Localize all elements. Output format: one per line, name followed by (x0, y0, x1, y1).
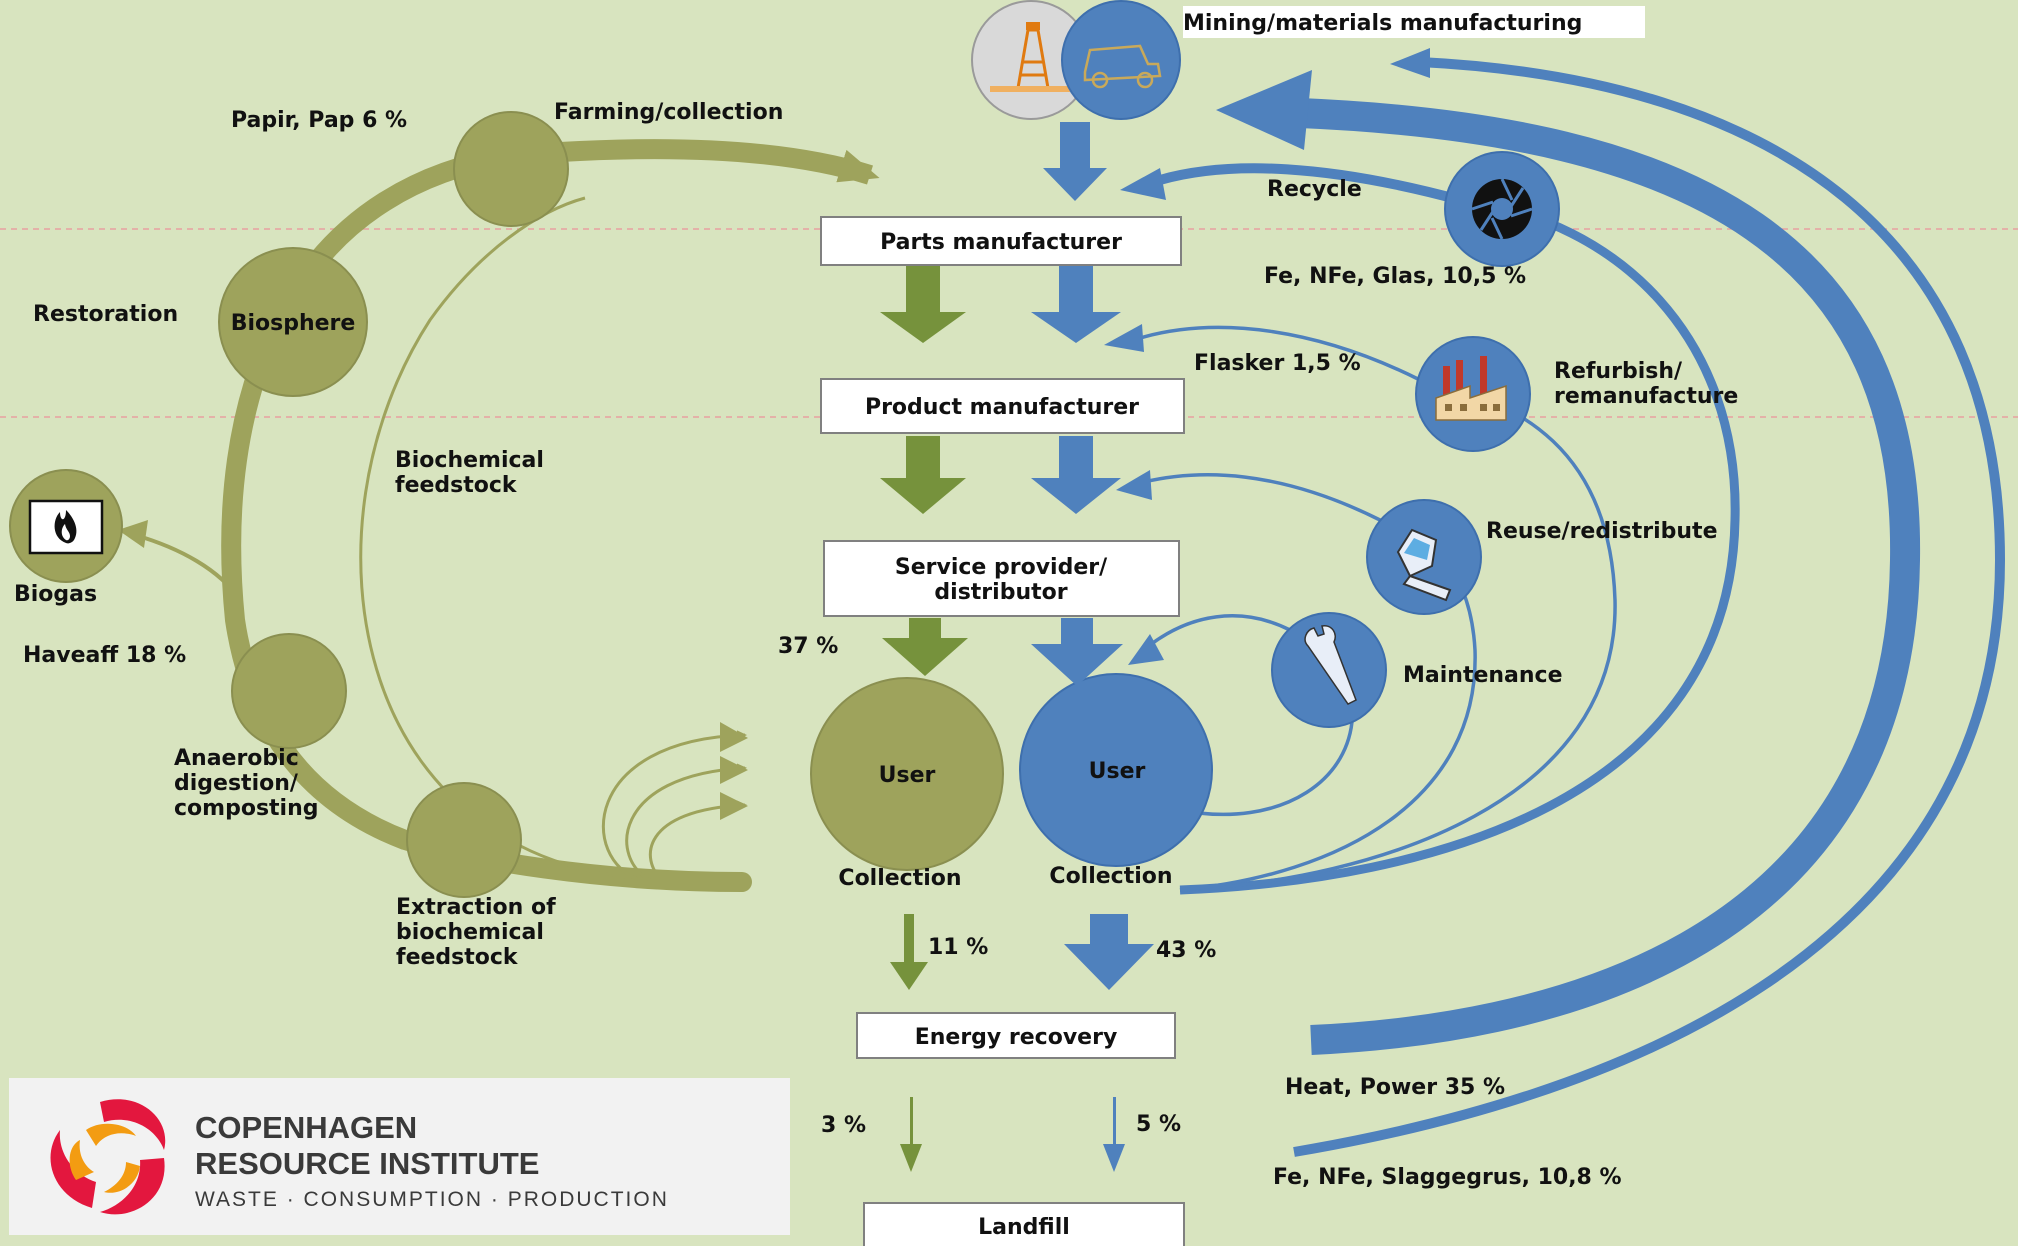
pct-3-label: 3 % (821, 1113, 866, 1138)
biosphere-label: Biosphere (231, 311, 356, 336)
fan-arrowhead-2 (720, 756, 748, 784)
down-arrow-mining-blue (1043, 122, 1107, 201)
heat-power-arrowhead (1216, 70, 1312, 150)
extraction-label-line3: feedstock (396, 945, 519, 970)
user-node-blue (1019, 673, 1213, 867)
service-provider-label-line1: Service provider/ (895, 555, 1108, 580)
down-arrow-product-blue (1031, 436, 1121, 514)
extraction-node (406, 782, 522, 898)
recycle-arrow (1158, 163, 1462, 205)
logo-line2: RESOURCE INSTITUTE (195, 1146, 539, 1181)
biogas-label: Biogas (14, 582, 97, 607)
biosphere-node (218, 247, 368, 397)
down-arrow-service-green (882, 618, 968, 676)
logo-tagline: WASTE · CONSUMPTION · PRODUCTION (195, 1188, 669, 1211)
user-green-label: User (879, 763, 936, 788)
biogas-arrow (134, 533, 242, 602)
anaerobic-label-line1: Anaerobic (174, 746, 299, 771)
maintenance-label: Maintenance (1403, 663, 1563, 688)
factory-icon (1435, 356, 1507, 421)
extraction-label-line1: Extraction of (396, 895, 556, 920)
farming-node (453, 111, 569, 227)
down-arrow-service-blue (1031, 618, 1123, 686)
collection-green-label: Collection (838, 866, 961, 891)
restoration-label: Restoration (33, 302, 178, 327)
recycle-label: Recycle (1267, 177, 1362, 202)
pct-37-label: 37 % (778, 634, 838, 659)
fan-arrowhead-1 (720, 722, 748, 752)
slaggegrus-arrowhead (1390, 48, 1430, 78)
pct-43-label: 43 % (1156, 938, 1216, 963)
slaggegrus-label: Fe, NFe, Slaggegrus, 10,8 % (1273, 1165, 1622, 1190)
fan-arrow-3 (648, 800, 747, 882)
maintenance-arrowhead (1128, 634, 1164, 665)
mining-circle-right (1061, 0, 1181, 120)
energy-recovery-label: Energy recovery (915, 1025, 1118, 1050)
landfill-box (863, 1202, 1185, 1246)
biochemical-label-line2: feedstock (395, 473, 518, 498)
logo-line1: COPENHAGEN (195, 1110, 417, 1145)
papir-label: Papir, Pap 6 % (231, 108, 407, 133)
refurbish-label-line1: Refurbish/ (1554, 359, 1683, 384)
down-arrow-energy-green (900, 1097, 922, 1172)
user-blue-label: User (1089, 759, 1146, 784)
service-provider-box (823, 540, 1180, 617)
copenhagen-resource-institute-logo: COPENHAGEN RESOURCE INSTITUTE WASTE · CO… (9, 1078, 790, 1235)
recycle-outer-arc (1179, 195, 1740, 895)
slaggegrus-arc (1293, 57, 2006, 1157)
biogas-arrowhead (118, 520, 148, 548)
product-manufacturer-box (820, 378, 1185, 434)
down-arrow-energy-blue (1103, 1097, 1125, 1172)
energy-recovery-box (856, 1012, 1176, 1059)
service-provider-label-line2: distributor (934, 580, 1067, 605)
oil-rig-icon (990, 22, 1070, 92)
mining-label: Mining/materials manufacturing (1183, 11, 1582, 36)
fan-arrow-1 (601, 730, 747, 882)
fan-arrow-2 (625, 763, 747, 882)
down-arrow-collection-blue (1064, 914, 1154, 990)
flasker-label: Flasker 1,5 % (1194, 351, 1361, 376)
anaerobic-label-line3: composting (174, 796, 319, 821)
fe-glas-label: Fe, NFe, Glas, 10,5 % (1264, 264, 1526, 289)
down-arrow-parts-green (880, 266, 966, 343)
biochemical-label-line1: Biochemical (395, 448, 544, 473)
collection-blue-label: Collection (1049, 864, 1172, 889)
logo-swirl-icon (50, 1099, 166, 1215)
user-node-green (810, 677, 1004, 871)
biogas-flame-icon (28, 499, 104, 555)
anaerobic-label-line2: digestion/ (174, 771, 299, 796)
refurbish-label-line2: remanufacture (1554, 384, 1738, 409)
reuse-label: Reuse/redistribute (1486, 519, 1717, 544)
farming-label: Farming/collection (554, 100, 783, 125)
mining-label-bg (1183, 6, 1645, 38)
wrench-icon (1304, 625, 1357, 705)
heat-power-label: Heat, Power 35 % (1285, 1075, 1505, 1100)
landfill-label: Landfill (978, 1215, 1070, 1240)
heat-power-arc (1299, 98, 1921, 1055)
anaerobic-digestion-node (231, 633, 347, 749)
parts-manufacturer-label: Parts manufacturer (880, 230, 1122, 255)
dump-truck-icon (1083, 44, 1162, 89)
product-manufacturer-label: Product manufacturer (865, 395, 1139, 420)
down-arrow-collection-green (890, 914, 928, 990)
mobile-phone-icon (1396, 528, 1452, 602)
pct-11-label: 11 % (928, 935, 988, 960)
fan-arrowhead-3 (720, 792, 748, 820)
refurbish-arc (1139, 325, 1617, 892)
reuse-arrowhead (1116, 470, 1152, 500)
pct-5-label: 5 % (1136, 1112, 1181, 1137)
refurbish-arrowhead (1104, 324, 1144, 352)
camera-shutter-icon (1471, 178, 1533, 240)
parts-manufacturer-box (820, 216, 1182, 266)
recycle-arrowhead (1120, 168, 1166, 200)
farming-arrow (559, 139, 880, 185)
down-arrow-parts-blue (1031, 266, 1121, 343)
haveaff-label: Haveaff 18 % (23, 643, 186, 668)
biochemical-feedstock-arc (359, 196, 641, 880)
refurbish-node (1415, 336, 1531, 452)
down-arrow-product-green (880, 436, 966, 514)
extraction-label-line2: biochemical (396, 920, 544, 945)
